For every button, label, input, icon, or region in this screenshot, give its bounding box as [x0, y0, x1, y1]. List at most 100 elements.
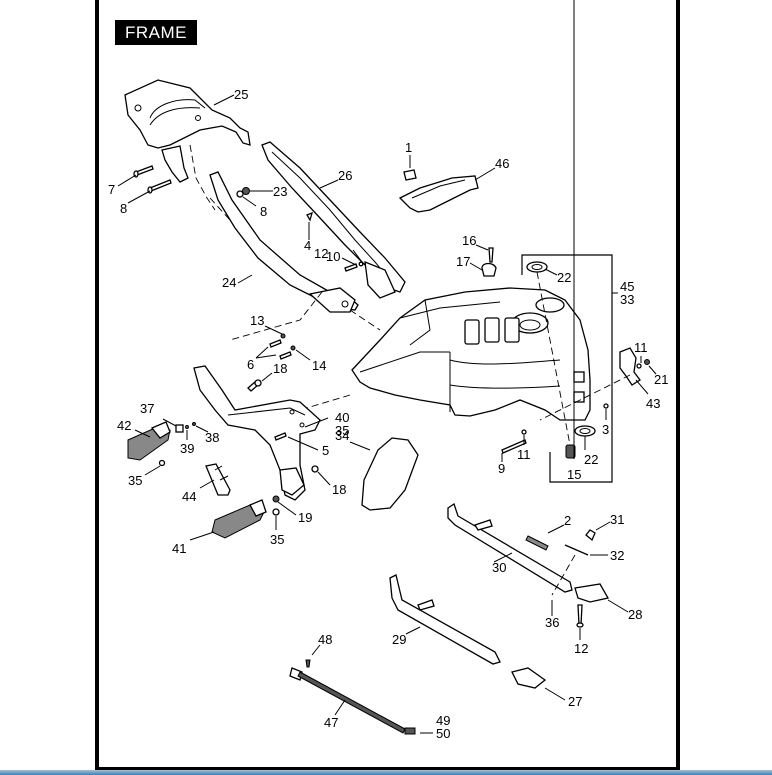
callout-37: 38	[205, 430, 219, 445]
callout-41: 42	[117, 418, 131, 433]
callout-2: 2	[564, 513, 571, 528]
bracket-26	[511, 667, 547, 689]
part-32-main-frame	[351, 287, 591, 421]
callout-14: 13	[250, 313, 264, 328]
side-stand-28	[389, 574, 501, 665]
part-34-footrest-bracket	[193, 365, 321, 501]
callout-40: 35	[335, 423, 349, 438]
grommet-22-bottom	[574, 425, 596, 437]
part-30	[585, 529, 596, 542]
bolt-6-lower	[279, 351, 292, 360]
callout-11: 11	[517, 447, 531, 462]
pin-18-upper-end	[254, 379, 262, 387]
callout-24: 26	[338, 168, 352, 183]
callout-35: 35	[128, 473, 142, 488]
washer-14-upper	[280, 333, 286, 339]
part-36	[175, 424, 184, 433]
washer-11-bottom	[521, 429, 527, 435]
callout-36: 37	[140, 401, 154, 416]
spring-2	[525, 535, 549, 551]
callout-8: 8	[260, 204, 267, 219]
nut-17	[481, 262, 497, 277]
callout-44: 46	[495, 156, 509, 171]
callout-43: 43	[646, 396, 660, 411]
diagram-title: FRAME	[115, 20, 197, 45]
bracket-27	[574, 583, 610, 603]
washer-8	[236, 190, 244, 198]
bolt-12	[577, 604, 583, 626]
callout-14: 14	[312, 358, 326, 373]
callout-18: 18	[332, 482, 346, 497]
clip-1	[403, 169, 417, 181]
sensor-cable-46	[289, 667, 416, 735]
clip-35-left	[158, 459, 166, 467]
nut-21	[644, 359, 650, 365]
callout-10: 10	[326, 249, 340, 264]
callout-16: 16	[462, 233, 476, 248]
callout-13: 12	[314, 246, 328, 261]
callout-42: 44	[182, 489, 196, 504]
screw-47	[305, 659, 311, 668]
callout-47: 48	[318, 632, 332, 647]
leader-lines	[117, 0, 657, 734]
callout-19: 19	[298, 510, 312, 525]
callout-48: 49	[436, 713, 450, 728]
callout-23: 24	[222, 275, 236, 290]
bolt-8	[147, 179, 172, 194]
heel-guard-42	[205, 463, 231, 496]
callout-1: 1	[405, 140, 412, 155]
taskbar-strip	[0, 770, 772, 775]
callout-45: 33	[620, 292, 634, 307]
callout-34: 40	[335, 410, 349, 425]
callout-25: 25	[234, 87, 248, 102]
side-stand-29	[447, 502, 573, 593]
callout-18: 18	[273, 361, 287, 376]
callout-8: 8	[120, 201, 127, 216]
part-24-subframe-rail	[261, 141, 406, 299]
clip-35-mid	[272, 508, 280, 516]
callout-49: 50	[436, 726, 450, 741]
callout-11: 11	[634, 340, 648, 355]
bolt-6-upper	[269, 339, 282, 348]
callout-6: 6	[247, 357, 254, 372]
bolt-5	[274, 432, 287, 441]
callout-32: 45	[620, 279, 634, 294]
callout-35: 35	[270, 532, 284, 547]
part-bracket-7-8	[161, 145, 189, 183]
footpeg-39	[211, 499, 267, 539]
callout-15: 15	[567, 467, 581, 482]
callout-4: 4	[304, 238, 311, 253]
callout-28: 29	[392, 632, 406, 647]
callout-22: 22	[557, 270, 571, 285]
callout-9: 9	[498, 461, 505, 476]
callout-17: 17	[456, 254, 470, 269]
callout-22: 22	[584, 452, 598, 467]
screw-13	[344, 263, 358, 272]
cover-33	[361, 437, 419, 511]
callout-27: 28	[628, 607, 642, 622]
callout-39: 41	[172, 541, 186, 556]
pin-18-lower	[311, 465, 319, 473]
item-3	[603, 403, 609, 409]
callout-7: 7	[108, 182, 115, 197]
callout-5: 5	[322, 443, 329, 458]
part-23-subframe-rail	[209, 171, 359, 313]
damper-15	[565, 444, 576, 459]
assembly-bracket-32-45	[521, 254, 613, 483]
callout-12: 12	[574, 641, 588, 656]
callout-46: 47	[324, 715, 338, 730]
screw-16	[488, 247, 494, 263]
callout-31: 32	[610, 548, 624, 563]
part-37	[192, 422, 196, 426]
callout-3: 3	[602, 422, 609, 437]
bolt-9	[501, 439, 527, 454]
washer-11-right	[636, 363, 642, 369]
part-44-bracket	[398, 175, 479, 213]
callout-33: 34	[335, 428, 349, 443]
washer-14-lower	[290, 345, 296, 351]
callout-38: 39	[180, 441, 194, 456]
nut-20	[242, 187, 250, 195]
part-38	[185, 425, 189, 429]
callout-21: 21	[654, 372, 668, 387]
